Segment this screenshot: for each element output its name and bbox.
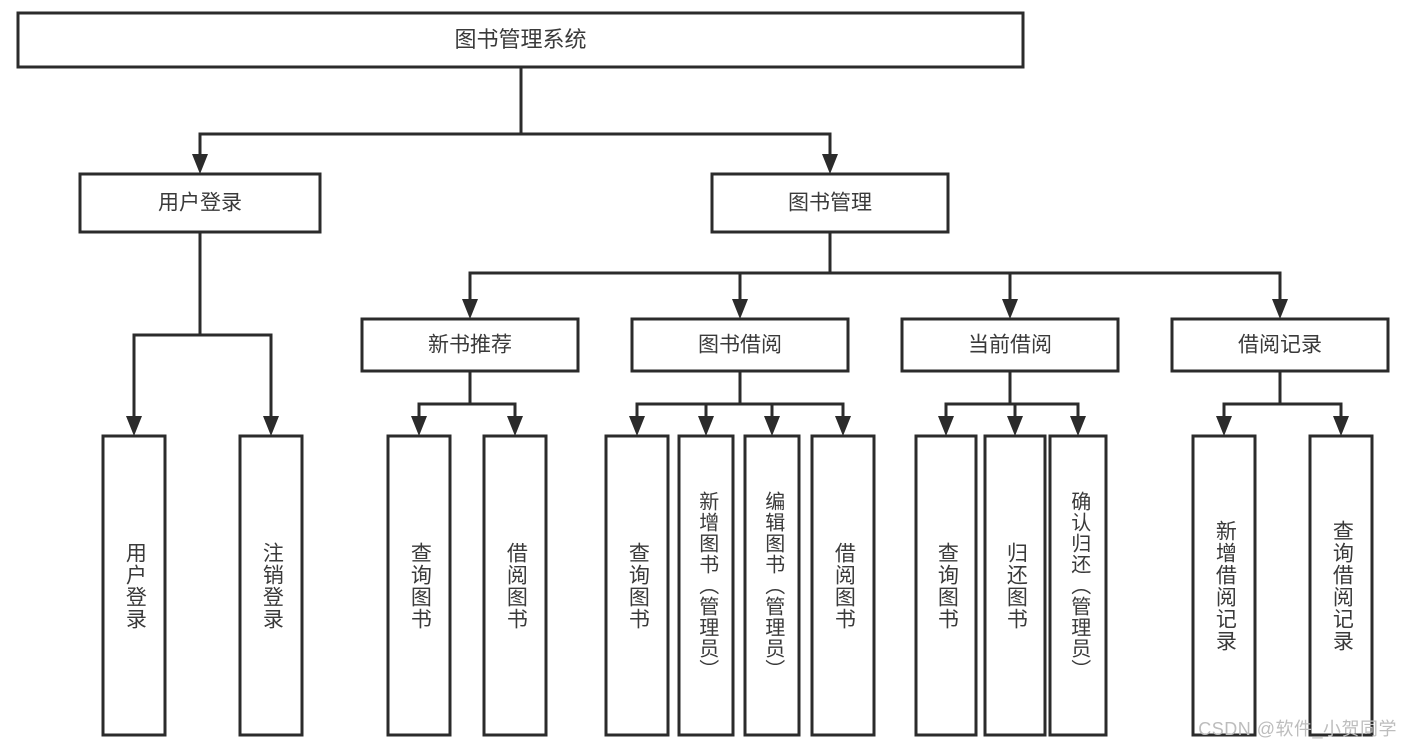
node-user-login[interactable]: 用户登录 bbox=[78, 172, 322, 234]
edges-layer bbox=[126, 65, 1349, 436]
node-box-leaf-borrow-book-2[interactable] bbox=[810, 434, 876, 737]
arrow-head-leaf-query-book-2 bbox=[629, 416, 645, 436]
node-root[interactable]: 图书管理系统 bbox=[16, 11, 1025, 69]
arrow-head-leaf-query-record bbox=[1333, 416, 1349, 436]
node-label-book-manage: 图书管理 bbox=[788, 192, 872, 215]
arrow-head-borrow-record bbox=[1272, 299, 1288, 319]
node-label-user-login: 用户登录 bbox=[158, 192, 242, 215]
arrow-head-leaf-borrow-book-1 bbox=[507, 416, 523, 436]
node-box-borrow-record[interactable] bbox=[1170, 317, 1390, 373]
node-leaf-borrow-book-2[interactable] bbox=[810, 434, 876, 737]
node-box-leaf-edit-book[interactable] bbox=[743, 434, 801, 737]
node-borrow-record[interactable]: 借阅记录 bbox=[1170, 317, 1390, 373]
arrow-head-leaf-confirm-return bbox=[1070, 416, 1086, 436]
node-leaf-query-book-1[interactable] bbox=[386, 434, 452, 737]
node-box-leaf-add-record[interactable] bbox=[1191, 434, 1257, 737]
node-box-new-book-rec[interactable] bbox=[360, 317, 580, 373]
arrow-head-book-borrow bbox=[732, 299, 748, 319]
arrow-head-leaf-return-book bbox=[1007, 416, 1023, 436]
node-leaf-user-login[interactable] bbox=[101, 434, 167, 737]
arrow-head-leaf-add-record bbox=[1216, 416, 1232, 436]
node-leaf-query-book-3[interactable] bbox=[914, 434, 978, 737]
node-box-leaf-user-logout[interactable] bbox=[238, 434, 304, 737]
arrow-head-current-borrow bbox=[1002, 299, 1018, 319]
node-box-book-manage[interactable] bbox=[710, 172, 950, 234]
node-label-current-borrow: 当前借阅 bbox=[968, 334, 1052, 357]
node-box-current-borrow[interactable] bbox=[900, 317, 1120, 373]
node-leaf-query-record[interactable] bbox=[1308, 434, 1374, 737]
node-leaf-user-logout[interactable] bbox=[238, 434, 304, 737]
node-leaf-confirm-return[interactable] bbox=[1048, 434, 1108, 737]
arrow-head-leaf-query-book-3 bbox=[938, 416, 954, 436]
arrow-head-leaf-user-login bbox=[126, 416, 142, 436]
arrow-head-new-book-rec bbox=[462, 299, 478, 319]
arrow-head-leaf-query-book-1 bbox=[411, 416, 427, 436]
arrow-head-leaf-edit-book bbox=[764, 416, 780, 436]
node-box-user-login[interactable] bbox=[78, 172, 322, 234]
node-box-root[interactable] bbox=[16, 11, 1025, 69]
node-box-leaf-query-book-3[interactable] bbox=[914, 434, 978, 737]
node-book-manage[interactable]: 图书管理 bbox=[710, 172, 950, 234]
node-box-leaf-confirm-return[interactable] bbox=[1048, 434, 1108, 737]
arrow-head-user-login bbox=[192, 154, 208, 174]
node-label-book-borrow: 图书借阅 bbox=[698, 334, 782, 357]
arrow-head-leaf-user-logout bbox=[263, 416, 279, 436]
node-label-borrow-record: 借阅记录 bbox=[1238, 334, 1322, 357]
node-current-borrow[interactable]: 当前借阅 bbox=[900, 317, 1120, 373]
node-leaf-edit-book[interactable] bbox=[743, 434, 801, 737]
node-box-book-borrow[interactable] bbox=[630, 317, 850, 373]
node-box-leaf-query-book-2[interactable] bbox=[604, 434, 670, 737]
node-box-leaf-return-book[interactable] bbox=[983, 434, 1047, 737]
node-box-leaf-add-book[interactable] bbox=[677, 434, 735, 737]
node-box-leaf-query-book-1[interactable] bbox=[386, 434, 452, 737]
node-label-root: 图书管理系统 bbox=[454, 27, 586, 52]
node-box-leaf-query-record[interactable] bbox=[1308, 434, 1374, 737]
arrow-head-leaf-borrow-book-2 bbox=[835, 416, 851, 436]
node-leaf-add-record[interactable] bbox=[1191, 434, 1257, 737]
node-label-new-book-rec: 新书推荐 bbox=[428, 334, 512, 357]
node-leaf-add-book[interactable] bbox=[677, 434, 735, 737]
node-new-book-rec[interactable]: 新书推荐 bbox=[360, 317, 580, 373]
node-box-leaf-user-login[interactable] bbox=[101, 434, 167, 737]
node-leaf-borrow-book-1[interactable] bbox=[482, 434, 548, 737]
watermark: CSDN @软件_小贺同学 bbox=[1198, 719, 1397, 739]
node-leaf-return-book[interactable] bbox=[983, 434, 1047, 737]
arrow-head-leaf-add-book bbox=[698, 416, 714, 436]
arrow-head-book-manage bbox=[822, 154, 838, 174]
node-box-leaf-borrow-book-1[interactable] bbox=[482, 434, 548, 737]
node-book-borrow[interactable]: 图书借阅 bbox=[630, 317, 850, 373]
node-leaf-query-book-2[interactable] bbox=[604, 434, 670, 737]
